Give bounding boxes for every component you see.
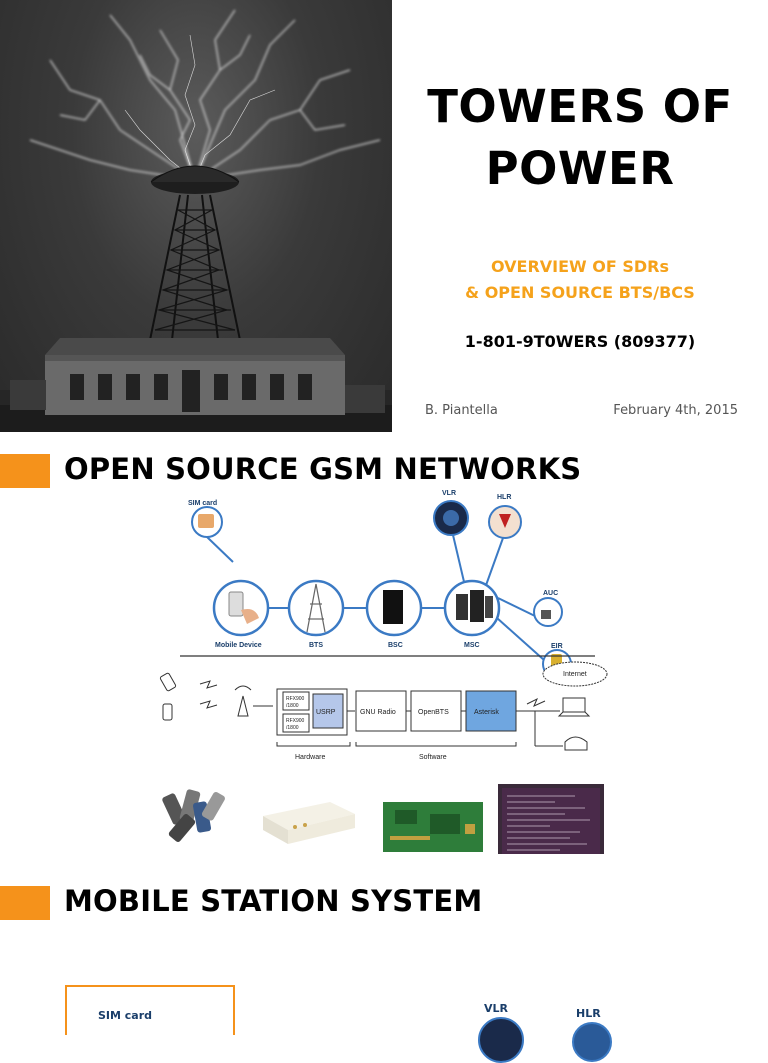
software-label: Software bbox=[419, 754, 447, 761]
heading-accent-bar bbox=[0, 886, 50, 920]
rfx-block-bottom bbox=[282, 713, 310, 733]
node-label-bts: BTS bbox=[309, 642, 323, 649]
circuit-board-photo bbox=[383, 802, 483, 852]
node-label-msc: MSC bbox=[464, 642, 480, 649]
slide-title: TOWERS OF POWER bbox=[392, 76, 768, 200]
terminal-screen-photo bbox=[498, 784, 604, 854]
hlr-map-icon bbox=[572, 1022, 612, 1062]
hardware-label: Hardware bbox=[295, 754, 325, 761]
phones-pile-photo bbox=[162, 789, 225, 842]
title-line-1: TOWERS OF bbox=[427, 80, 733, 133]
software-bracket bbox=[355, 742, 517, 747]
internet-cloud bbox=[542, 661, 608, 687]
mobile-station-slide: MOBILE STATION SYSTEM SIM card VLR HLR bbox=[0, 864, 768, 1063]
slide-heading: OPEN SOURCE GSM NETWORKS bbox=[64, 452, 582, 486]
presentation-date: February 4th, 2015 bbox=[613, 403, 738, 418]
rfx-top-label: RFX900 bbox=[286, 696, 305, 702]
gnuradio-label: GNU Radio bbox=[360, 709, 396, 716]
hardware-photos bbox=[162, 784, 604, 854]
signal-bolt-2 bbox=[199, 700, 218, 709]
hlr-label: HLR bbox=[576, 1007, 601, 1020]
hlr-label: HLR bbox=[497, 494, 511, 501]
phone-number: 1-801-9T0WERS (809377) bbox=[464, 332, 696, 351]
usrp-block bbox=[312, 693, 344, 729]
vlr-label: VLR bbox=[442, 490, 456, 497]
cellphone-icon-2 bbox=[162, 703, 173, 721]
asterisk-label: Asterisk bbox=[474, 709, 499, 716]
gsm-network-diagram: SIM card VLR HLR AUC EIR bbox=[159, 490, 608, 854]
subtitle-line-2: & OPEN SOURCE BTS/BCS bbox=[465, 283, 695, 302]
hardware-bracket bbox=[276, 742, 351, 747]
sim-card-label: SIM card bbox=[98, 1009, 153, 1022]
sim-card-label: SIM card bbox=[188, 500, 217, 507]
gnuradio-block bbox=[355, 690, 407, 732]
title-line-2: POWER bbox=[485, 142, 675, 195]
auc-label: AUC bbox=[543, 590, 558, 597]
vlr-label: VLR bbox=[484, 1002, 508, 1015]
slide-heading: MOBILE STATION SYSTEM bbox=[64, 884, 483, 918]
title-slide: TOWERS OF POWER OVERVIEW OF SDRs & OPEN … bbox=[0, 0, 768, 432]
tesla-tower-photo bbox=[0, 0, 392, 432]
svg-text:/1800: /1800 bbox=[286, 703, 299, 709]
node-label-bsc: BSC bbox=[388, 642, 403, 649]
tower-illustration bbox=[0, 9, 392, 432]
antenna-icon bbox=[237, 695, 249, 717]
signal-bolt-1 bbox=[199, 680, 218, 689]
rfx-bottom-label: RFX900 bbox=[286, 718, 305, 724]
desk-phone-icon bbox=[564, 736, 588, 751]
bts-node bbox=[287, 579, 345, 637]
author-name: B. Piantella bbox=[425, 403, 498, 418]
svg-text:/1800: /1800 bbox=[286, 725, 299, 731]
openbts-block bbox=[410, 690, 462, 732]
sim-chip bbox=[198, 514, 214, 528]
internet-label: Internet bbox=[563, 671, 587, 678]
usrp-label: USRP bbox=[316, 709, 336, 716]
usrp-device-photo bbox=[263, 802, 355, 844]
heading-accent-bar bbox=[0, 454, 50, 488]
slide-subtitle: OVERVIEW OF SDRs & OPEN SOURCE BTS/BCS bbox=[392, 254, 768, 306]
laptop-icon bbox=[562, 697, 586, 713]
subtitle-line-1: OVERVIEW OF SDRs bbox=[490, 257, 670, 276]
asterisk-block bbox=[465, 690, 517, 732]
gsm-networks-slide: OPEN SOURCE GSM NETWORKS SIM card VLR HL… bbox=[0, 432, 768, 864]
sim-card-box bbox=[65, 985, 235, 1035]
eir-label: EIR bbox=[551, 643, 563, 650]
node-label-mobile-device: Mobile Device bbox=[215, 642, 262, 649]
rfx-block-top bbox=[282, 691, 310, 711]
cellphone-icon-1 bbox=[159, 672, 177, 692]
openbts-label: OpenBTS bbox=[418, 709, 449, 716]
